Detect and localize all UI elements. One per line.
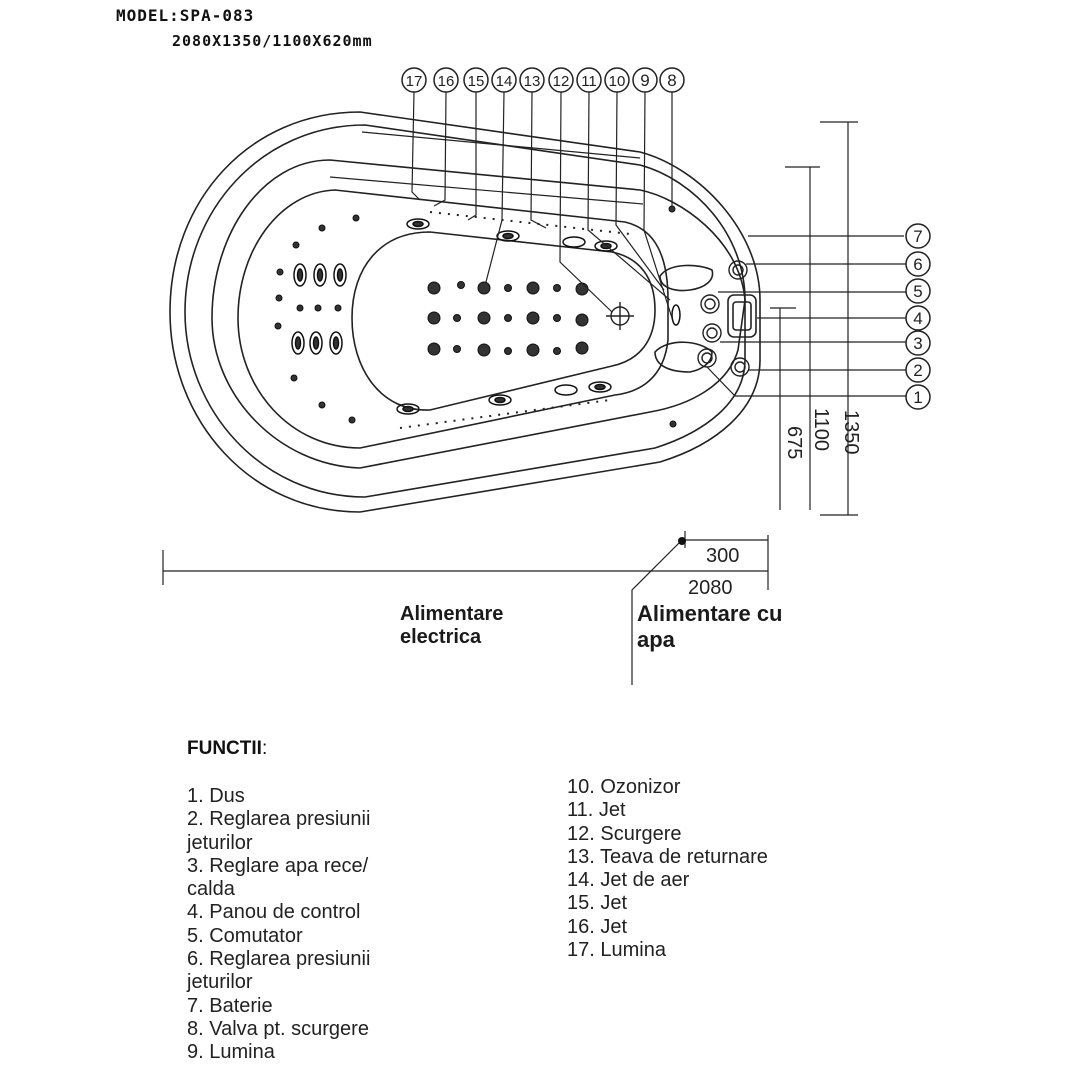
callout-number: 17 <box>406 73 423 90</box>
function-line: 11. Jet <box>567 799 626 822</box>
callout-number: 5 <box>913 282 922 301</box>
callout-circle <box>463 67 489 93</box>
callout-number: 8 <box>667 71 676 90</box>
function-line: 16. Jet <box>567 915 628 938</box>
callout-number: 2 <box>913 361 922 380</box>
function-line: 15. Jet <box>567 892 628 915</box>
callout-circle <box>659 67 685 93</box>
callout-number: 14 <box>496 73 513 90</box>
electric-supply-line1: Alimentare <box>400 603 504 625</box>
function-line: jeturilor <box>187 971 253 994</box>
function-line: 9. Lumina <box>187 1041 275 1064</box>
callout-circle <box>905 251 931 277</box>
dimensions-label: 2080X1350/1100X620mm <box>172 32 373 50</box>
function-line: 17. Lumina <box>567 939 666 962</box>
callout-number: 7 <box>913 227 922 246</box>
callout-number: 6 <box>913 255 922 274</box>
callout-number: 1 <box>913 388 922 407</box>
callout-circle <box>905 330 931 356</box>
water-supply-line2: apa <box>637 627 675 652</box>
water-inlet-point <box>678 537 686 545</box>
callout-circle <box>905 223 931 249</box>
callout-circle <box>519 67 545 93</box>
callout-circle <box>433 67 459 93</box>
callout-number: 15 <box>468 73 485 90</box>
function-line: 12. Scurgere <box>567 822 682 845</box>
function-line: 6. Reglarea presiunii <box>187 948 371 971</box>
dim-675: 675 <box>783 426 805 459</box>
function-line: 10. Ozonizor <box>567 776 681 798</box>
seat-outline <box>237 189 669 449</box>
functions-title-colon: : <box>261 738 268 759</box>
knob-5 <box>700 294 720 314</box>
callout-circle <box>401 67 427 93</box>
callout-number: 12 <box>553 73 570 90</box>
outer-shell-inner-rim <box>184 124 746 498</box>
electric-supply-line2: electrica <box>400 626 482 648</box>
dim-1350: 1350 <box>840 410 862 455</box>
callout-circle <box>632 67 658 93</box>
callout-number: 3 <box>913 334 922 353</box>
function-line: calda <box>187 878 235 901</box>
model-label: MODEL:SPA-083 <box>116 6 255 25</box>
control-panel <box>727 294 757 338</box>
callout-circle <box>491 67 517 93</box>
function-line: 4. Panou de control <box>187 901 361 924</box>
water-supply-line1: Alimentare cu <box>637 601 783 626</box>
function-line: 7. Baterie <box>187 994 273 1017</box>
knob-3 <box>702 323 722 343</box>
callout-circle <box>548 67 574 93</box>
dim-1100: 1100 <box>810 408 832 451</box>
function-line: 1. Dus <box>187 785 245 807</box>
callout-number: 10 <box>609 73 626 90</box>
knob-2 <box>730 357 750 377</box>
pillow-top <box>659 264 714 292</box>
dim-2080: 2080 <box>688 577 733 599</box>
callout-number: 9 <box>640 71 649 90</box>
callout-circle <box>905 384 931 410</box>
pillow-bottom <box>654 341 713 373</box>
footwell-outline <box>351 231 656 411</box>
electric-supply-label: Alimentare electrica <box>400 603 503 649</box>
function-line: jeturilor <box>187 831 253 854</box>
seat-jets <box>274 205 677 428</box>
leader-lines <box>329 91 906 397</box>
air-jet-lines <box>399 211 631 429</box>
footwell-jets <box>427 281 589 357</box>
callouts-right: 7 6 5 4 3 2 1 <box>905 223 931 410</box>
function-line: 14. Jet de aer <box>567 869 690 892</box>
knob-6 <box>728 260 748 280</box>
outer-shell <box>169 111 761 513</box>
dimension-lines <box>162 121 858 685</box>
dim-300: 300 <box>706 545 739 567</box>
callout-number: 13 <box>524 73 541 90</box>
callout-circle <box>905 278 931 304</box>
spa-plan-drawing: 17 16 15 14 13 12 11 10 98 7 6 5 4 3 2 1 675 1100 1350… <box>162 67 931 685</box>
callout-number: 16 <box>438 73 455 90</box>
deck-outline <box>211 159 746 469</box>
function-line: 13. Teava de returnare <box>567 845 768 868</box>
callout-number: 11 <box>581 73 597 90</box>
back-jets <box>291 218 681 415</box>
function-line: 5. Comutator <box>187 924 303 947</box>
function-line: 8. Valva pt. scurgere <box>187 1017 369 1040</box>
callout-circle <box>576 67 602 93</box>
function-line: 2. Reglarea presiunii <box>187 808 371 831</box>
callout-circle <box>905 357 931 383</box>
callout-circle <box>905 305 931 331</box>
functions-title-text: FUNCTII <box>187 738 262 759</box>
callout-number: 4 <box>913 309 922 328</box>
callout-circle <box>604 67 630 93</box>
function-line: 3. Reglare apa rece/ <box>187 854 369 877</box>
drain-symbol <box>606 302 634 330</box>
water-supply-label: Alimentare cu apa <box>637 601 783 653</box>
functions-title: FUNCTII: <box>187 738 267 760</box>
